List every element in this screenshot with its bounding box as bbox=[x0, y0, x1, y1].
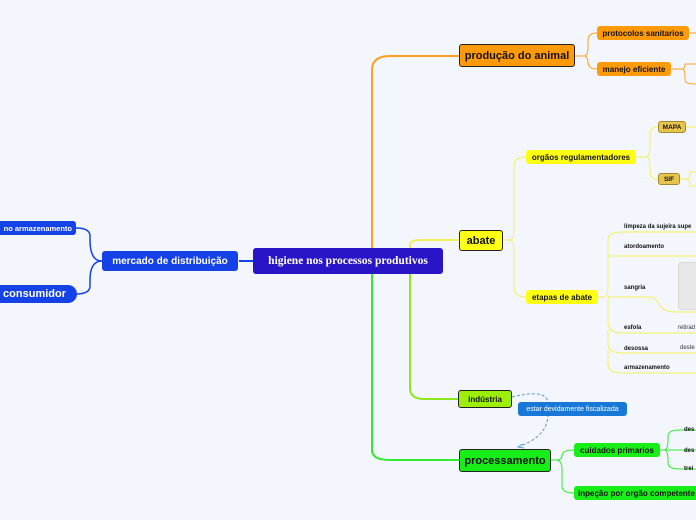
node-manejo-eficiente[interactable]: manejo eficiente bbox=[597, 62, 671, 76]
node-fiscalizada[interactable]: estar devidamente fiscalizada bbox=[518, 402, 627, 416]
node-armazenamento[interactable]: no armazenamento bbox=[0, 221, 76, 235]
step-esfola[interactable]: esfola bbox=[624, 325, 642, 331]
node-abate[interactable]: abate bbox=[459, 230, 503, 251]
node-cuidados-primarios[interactable]: cuidados primarios bbox=[574, 443, 660, 457]
node-producao-animal[interactable]: produção do animal bbox=[459, 44, 575, 67]
step-limpeza[interactable]: limpeza da sujeira supe bbox=[624, 224, 692, 230]
node-orgaos-regulamentadores[interactable]: orgãos regulamentadores bbox=[526, 150, 636, 164]
note-desossa: deste bbox=[680, 345, 695, 351]
node-etapas-abate[interactable]: etapas de abate bbox=[526, 290, 598, 304]
note-esfola: retirad bbox=[678, 325, 696, 331]
node-processamento[interactable]: processamento bbox=[459, 449, 551, 472]
cuidados-item-2[interactable]: des bbox=[684, 448, 695, 454]
node-mercado-distribuicao[interactable]: mercado de distribuição bbox=[102, 251, 238, 271]
step-atordoamento[interactable]: atordoamento bbox=[624, 244, 665, 250]
node-mapa[interactable]: MAPA bbox=[658, 121, 686, 133]
node-inspecao[interactable]: inpeção por orgão competente bbox=[574, 486, 696, 500]
central-topic[interactable]: higiene nos processos produtivos bbox=[253, 248, 443, 274]
sangria-detail-box bbox=[678, 262, 696, 310]
step-desossa[interactable]: desossa bbox=[624, 346, 649, 352]
node-consumidor[interactable]: consumidor bbox=[0, 285, 77, 303]
cuidados-item-3[interactable]: trei bbox=[684, 466, 694, 472]
step-sangria[interactable]: sangria bbox=[624, 285, 646, 291]
cuidados-item-1[interactable]: des bbox=[684, 427, 695, 433]
node-protocolos-sanitarios[interactable]: protocolos sanitarios bbox=[597, 26, 689, 40]
node-sif[interactable]: SIF bbox=[658, 173, 680, 185]
step-armazenamento[interactable]: armazenamento bbox=[624, 365, 670, 371]
node-industria[interactable]: indústria bbox=[458, 390, 512, 408]
